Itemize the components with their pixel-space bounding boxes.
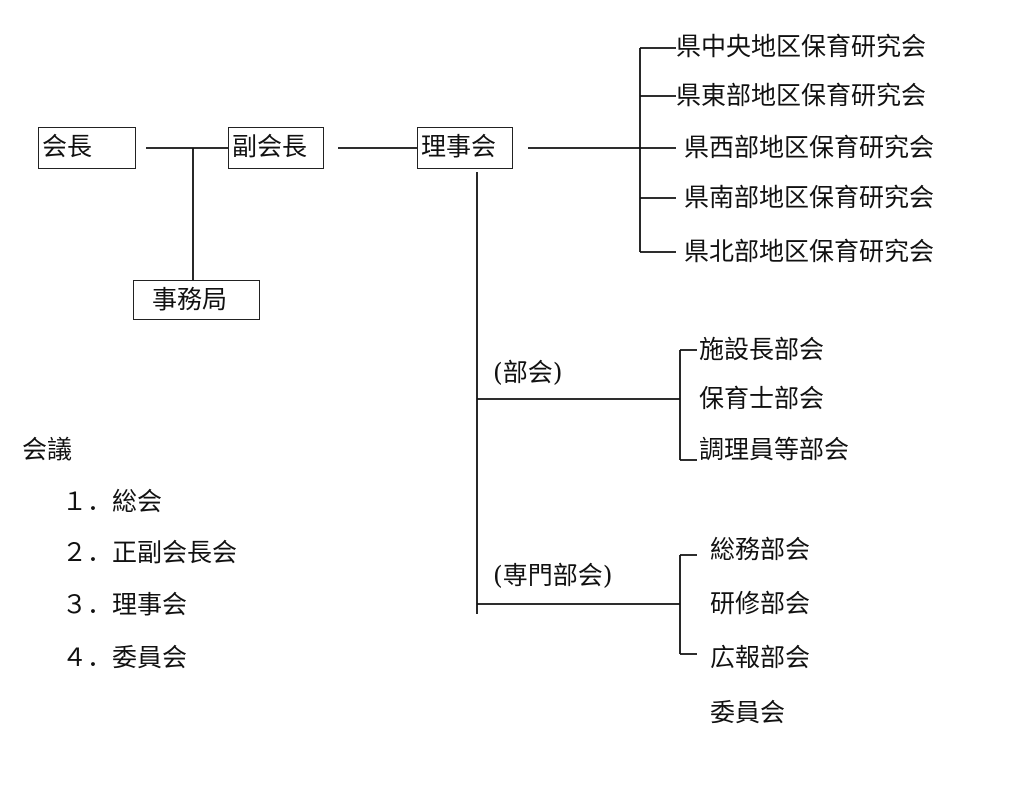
senmon-item-somu: 総務部会	[710, 535, 811, 564]
meeting-item-3: ３．理事会	[62, 590, 188, 619]
senmon-bukai-label: (専門部会)	[493, 561, 613, 590]
bukai-item-hoikushi: 保育士部会	[699, 384, 825, 413]
meeting-item-4: ４．委員会	[62, 643, 188, 672]
meetings-title: 会議	[22, 435, 73, 464]
senmon-item-kenshu: 研修部会	[710, 589, 811, 618]
bukai-item-choriin: 調理員等部会	[699, 435, 850, 464]
regional-group-east: 県東部地区保育研究会	[676, 81, 927, 110]
node-fukukaicho: 副会長	[228, 127, 324, 169]
node-kaicho: 会長	[38, 127, 136, 169]
node-jimukyoku: 事務局	[133, 280, 260, 320]
meeting-item-1: １．総会	[62, 487, 163, 516]
regional-group-west: 県西部地区保育研究会	[684, 133, 935, 162]
senmon-item-koho: 広報部会	[710, 643, 811, 672]
regional-group-north: 県北部地区保育研究会	[684, 237, 935, 266]
bukai-item-shisetsucho: 施設長部会	[699, 335, 825, 364]
senmon-item-iinkai: 委員会	[710, 698, 786, 727]
node-rijikai: 理事会	[417, 127, 513, 169]
meeting-item-2: ２．正副会長会	[62, 538, 238, 567]
bukai-label: (部会)	[493, 358, 563, 387]
regional-group-central: 県中央地区保育研究会	[676, 32, 927, 61]
regional-group-south: 県南部地区保育研究会	[684, 183, 935, 212]
